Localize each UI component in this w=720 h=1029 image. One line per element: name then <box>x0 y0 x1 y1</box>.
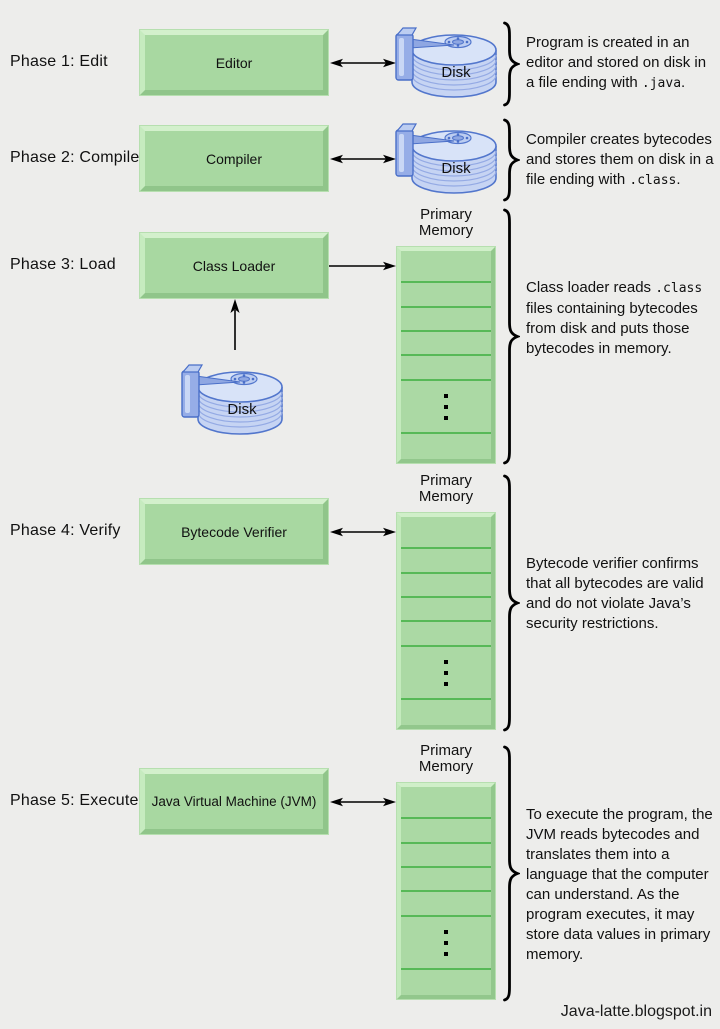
brace-icon <box>503 474 520 732</box>
note-text: files containing bytecodes from disk and… <box>526 300 698 357</box>
phase-4-note: Bytecode verifier confirms that all byte… <box>526 554 718 635</box>
disk-icon: Disk <box>181 364 283 435</box>
phase-4-label: Phase 4: Verify <box>10 522 121 539</box>
primary-memory-label: Primary Memory <box>418 206 474 239</box>
right-arrow-icon <box>329 261 396 271</box>
note-text: Bytecode verifier confirms that all byte… <box>526 555 704 632</box>
phase-2-note: Compiler creates bytecodes and stores th… <box>526 130 718 191</box>
memory-cell <box>401 787 491 817</box>
phase-5-label: Phase 5: Execute <box>10 792 139 809</box>
memory-cell <box>401 547 491 571</box>
memory-cell <box>401 968 491 995</box>
disk-icon: Disk <box>395 123 497 194</box>
memory-cell <box>401 305 491 330</box>
double-arrow-icon <box>330 154 396 164</box>
note-text: . <box>676 171 681 188</box>
jvm-box: Java Virtual Machine (JVM) <box>140 769 328 834</box>
note-mono-text: .class <box>655 281 703 296</box>
note-mono-text: .class <box>629 173 677 188</box>
memory-cell <box>401 571 491 596</box>
phase-2-label: Phase 2: Compile <box>10 149 140 166</box>
memory-cell <box>401 432 491 459</box>
vertical-ellipsis <box>401 914 491 969</box>
class-loader-box: Class Loader <box>140 233 328 298</box>
phase-1-note: Program is created in an editor and stor… <box>526 33 718 94</box>
memory-cell <box>401 698 491 725</box>
brace-icon <box>503 208 520 465</box>
memory-cell <box>401 354 491 378</box>
note-text: Class loader reads <box>526 279 656 296</box>
up-arrow-icon <box>230 299 240 350</box>
memory-cell <box>401 841 491 866</box>
compiler-box: Compiler <box>140 126 328 191</box>
disk-label: Disk <box>227 401 257 418</box>
memory-cell <box>401 890 491 914</box>
phase-1-label: Phase 1: Edit <box>10 53 108 70</box>
memory-cell <box>401 817 491 841</box>
vertical-ellipsis <box>401 378 491 433</box>
editor-box-label: Editor <box>215 54 253 71</box>
note-text: Program is created in an editor and stor… <box>526 34 707 91</box>
editor-box: Editor <box>140 30 328 95</box>
double-arrow-icon <box>330 797 396 807</box>
memory-cell <box>401 517 491 547</box>
memory-cell <box>401 330 491 354</box>
primary-memory-stack <box>397 247 495 463</box>
brace-icon <box>503 21 520 107</box>
memory-cell <box>401 620 491 644</box>
double-arrow-icon <box>330 527 396 537</box>
primary-memory-stack <box>397 513 495 729</box>
compiler-box-label: Compiler <box>205 150 262 167</box>
class-loader-box-label: Class Loader <box>192 257 276 274</box>
bytecode-verifier-box: Bytecode Verifier <box>140 499 328 564</box>
memory-cell <box>401 281 491 305</box>
disk-label: Disk <box>441 160 471 177</box>
brace-icon <box>503 118 520 202</box>
note-text: To execute the program, the JVM reads by… <box>526 806 713 963</box>
note-text: Compiler creates bytecodes and stores th… <box>526 131 714 188</box>
jvm-box-label: Java Virtual Machine (JVM) <box>151 794 317 809</box>
memory-cell <box>401 866 491 890</box>
memory-cell <box>401 596 491 620</box>
phase-3-label: Phase 3: Load <box>10 256 116 273</box>
note-text: . <box>681 74 686 91</box>
memory-cell <box>401 251 491 281</box>
watermark-blog-url: Java-latte.blogspot.in <box>560 1003 712 1020</box>
disk-label: Disk <box>441 64 471 81</box>
double-arrow-icon <box>330 58 396 68</box>
brace-icon <box>503 745 520 1002</box>
primary-memory-stack <box>397 783 495 999</box>
disk-icon: Disk <box>395 27 497 98</box>
phase-3-note: Class loader reads .class files containi… <box>526 278 718 359</box>
primary-memory-label: Primary Memory <box>418 742 474 775</box>
note-mono-text: .java <box>641 76 682 91</box>
bytecode-verifier-box-label: Bytecode Verifier <box>181 523 287 540</box>
phase-5-note: To execute the program, the JVM reads by… <box>526 805 718 966</box>
vertical-ellipsis <box>401 644 491 699</box>
primary-memory-label: Primary Memory <box>418 472 474 505</box>
